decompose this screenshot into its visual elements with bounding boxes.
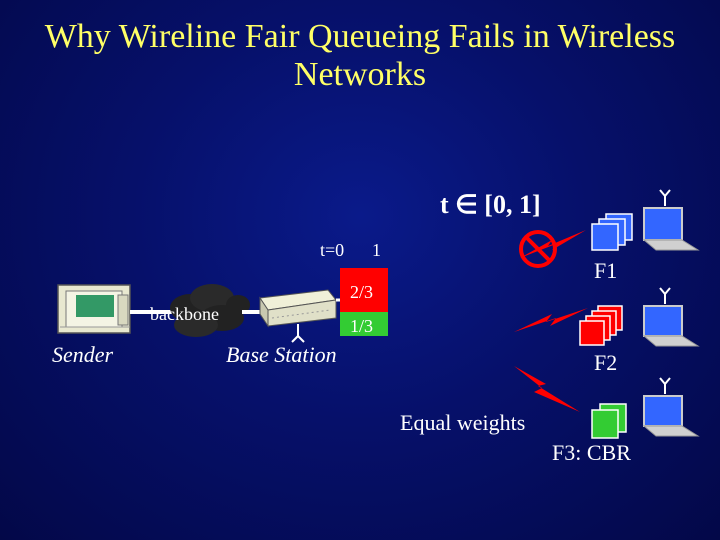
queue-bar (340, 268, 388, 336)
slide-title: Why Wireline Fair Queueing Fails in Wire… (0, 18, 720, 94)
sender-computer-icon (57, 284, 131, 334)
laptop-icon-f3 (642, 377, 700, 437)
base-station-label: Base Station (226, 342, 337, 367)
title-line-2: Networks (293, 56, 427, 93)
t-end-label: 1 (372, 240, 381, 260)
equal-weights-label: Equal weights (400, 410, 526, 435)
queue-red-share (340, 268, 388, 312)
backbone-cloud-icon (170, 284, 250, 337)
queue-top-label: 2/3 (350, 282, 374, 302)
backbone-label: backbone (150, 304, 219, 324)
laptop-icon-f2 (642, 287, 700, 347)
flow3-label: F3: CBR (552, 440, 631, 465)
flow3-packets (591, 403, 627, 439)
flow2-label: F2 (594, 350, 618, 375)
t-start-label: t=0 (320, 240, 345, 260)
lightning-icon-f2 (514, 308, 588, 332)
no-entry-icon (519, 230, 557, 268)
queue-green-share (340, 312, 388, 336)
flow2-packets (579, 305, 623, 346)
base-station-icon (259, 289, 337, 343)
lightning-icon-f3 (514, 366, 580, 412)
flow1-packets (591, 213, 633, 251)
sender-label: Sender (52, 342, 114, 367)
queue-bottom-label: 1/3 (350, 316, 374, 336)
laptop-icon-f1 (642, 189, 700, 251)
title-line-1: Why Wireline Fair Queueing Fails in Wire… (44, 18, 676, 55)
time-range-label: t ∈ [0, 1] (440, 190, 541, 219)
flow1-label: F1 (594, 258, 618, 283)
